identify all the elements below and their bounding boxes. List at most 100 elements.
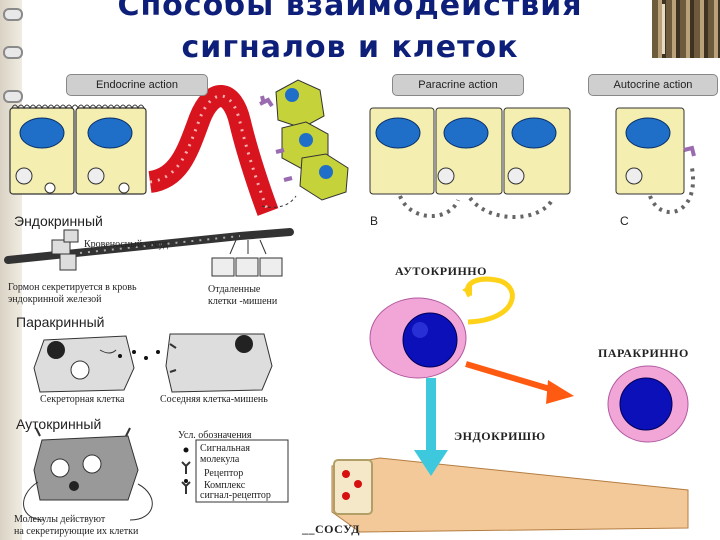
nucleus xyxy=(319,165,333,179)
nucleus xyxy=(235,335,253,353)
molecules-label-1: Молекулы действуют xyxy=(14,514,106,525)
vessel-dots xyxy=(79,235,241,254)
autocrine-label: АУТОКРИННО xyxy=(395,264,487,278)
vessel-tube xyxy=(331,457,689,533)
vessel-label-right: __СОСУД xyxy=(302,522,361,536)
distant-label-1: Отдаленные xyxy=(208,284,261,295)
paracrine-diagram xyxy=(33,333,273,393)
nucleus xyxy=(625,117,671,149)
complex-icon xyxy=(181,481,191,494)
vesicle xyxy=(507,167,525,185)
legend-icons xyxy=(181,447,191,494)
vesicle-curve xyxy=(99,349,117,354)
nucleus xyxy=(285,88,299,102)
target-cell xyxy=(259,257,283,277)
paracrine-arrow xyxy=(465,361,561,395)
corner-decoration-line xyxy=(662,4,665,54)
blood-cell xyxy=(342,470,350,478)
blood-cell xyxy=(342,492,350,500)
arrows xyxy=(229,239,267,255)
slide-title-line-2: сигналов и клеток xyxy=(181,30,519,65)
endocrine-action-header: Endocrine action xyxy=(66,74,208,96)
binder-ring xyxy=(3,90,23,103)
autocrine-title: Аутокринный xyxy=(16,416,102,432)
vesicle xyxy=(70,360,90,380)
autocrine-diagram xyxy=(23,427,153,521)
nucleus xyxy=(443,117,489,149)
legend-box xyxy=(195,439,289,503)
paracrine-cells xyxy=(369,107,571,195)
hormone-label-1: Гормон секретируется в кровь xyxy=(8,282,137,293)
distant-label-2: клетки -мишени xyxy=(208,296,278,307)
legend-receptor: Рецептор xyxy=(204,468,244,479)
nucleus-highlight xyxy=(412,322,428,338)
label-c: C xyxy=(620,214,629,228)
vesicle xyxy=(44,182,56,194)
signal-molecule-icon xyxy=(183,447,189,453)
molecule xyxy=(118,354,122,358)
endocrine-gland xyxy=(51,229,79,271)
vesicle xyxy=(50,458,70,478)
legend-complex-1: Комплекс xyxy=(204,480,246,491)
legend-complex-2: сигнал-рецептор xyxy=(200,490,271,501)
signal-arrow xyxy=(261,195,297,208)
legend-title: Усл. обозначения xyxy=(178,430,252,441)
paracrine-arrowhead xyxy=(546,380,574,404)
autocrine-cell-group xyxy=(615,107,696,195)
receptor xyxy=(275,148,285,154)
slide-title-line-1: Способы взаимодействия xyxy=(117,0,583,23)
target-cells xyxy=(259,79,349,201)
target-cell xyxy=(211,257,235,277)
paracrine-action-header: Paracrine action xyxy=(392,74,524,96)
blood-cell xyxy=(354,480,362,488)
molecule xyxy=(132,350,136,354)
vesicle xyxy=(625,167,643,185)
source-nucleus xyxy=(402,312,458,368)
molecule xyxy=(156,350,160,354)
receptor xyxy=(683,145,696,157)
receptor xyxy=(169,343,177,373)
endocrine-label: ЭНДОКРИШЮ xyxy=(454,429,546,443)
endocrine-arrowhead xyxy=(414,450,448,476)
binder-ring xyxy=(3,8,23,21)
gland-cell xyxy=(59,253,77,271)
autocrine-signal xyxy=(648,167,696,215)
nucleus xyxy=(87,117,133,149)
legend-signal-2: молекула xyxy=(200,454,240,465)
neighbor-label: Соседняя клетка-мишень xyxy=(160,394,268,405)
binder-ring xyxy=(3,46,23,59)
receptor xyxy=(35,427,131,437)
microvilli xyxy=(11,104,145,110)
vesicle xyxy=(82,454,102,474)
nucleus xyxy=(19,117,65,149)
paracrine-title: Паракринный xyxy=(16,314,105,330)
nucleus xyxy=(511,117,557,149)
distant-target-cells xyxy=(211,239,283,277)
endocrine-title: Эндокринный xyxy=(14,213,103,229)
hormone-label-2: эндокринной железой xyxy=(8,294,102,305)
label-b: B xyxy=(370,214,379,228)
target-nucleus xyxy=(619,377,673,431)
paracrine-signal xyxy=(398,195,460,218)
nucleus xyxy=(69,481,79,491)
nucleus xyxy=(299,133,313,147)
paracrine-label: ПАРАКРИННО xyxy=(598,346,689,360)
nucleus xyxy=(375,117,421,149)
target-cell xyxy=(235,257,259,277)
vesicle xyxy=(87,167,105,185)
vessel-label: Кровеносный сосуд xyxy=(84,239,169,250)
vesicle xyxy=(15,167,33,185)
blood-vessel xyxy=(147,85,279,216)
receptor xyxy=(259,95,274,108)
endocrine-arrow-shaft xyxy=(426,378,436,452)
autocrine-arrowhead xyxy=(462,284,472,296)
autocrine-loop-arrow xyxy=(465,276,515,325)
vesicle xyxy=(118,182,130,194)
endocrine-cells xyxy=(9,104,147,195)
vesicle xyxy=(437,167,455,185)
complex-dot-icon xyxy=(184,479,188,483)
